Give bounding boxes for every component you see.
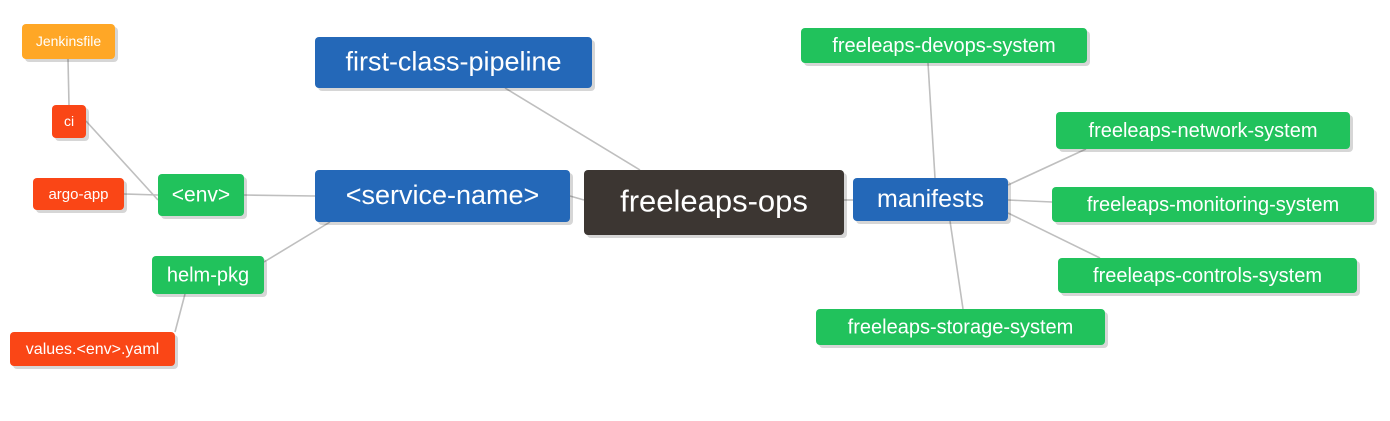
node-label-env: <env> <box>172 184 230 207</box>
node-label-first-class-pipeline: first-class-pipeline <box>345 47 561 77</box>
node-label-argo-app: argo-app <box>48 186 108 203</box>
node-box-ci[interactable] <box>52 105 86 138</box>
node-label-manifests: manifests <box>877 185 984 213</box>
node-label-freeleaps-storage-system: freeleaps-storage-system <box>848 316 1074 338</box>
edge-service-name-to-freeleaps-ops <box>569 195 585 201</box>
node-manifests[interactable]: manifests <box>853 178 1011 224</box>
node-label-freeleaps-monitoring-system: freeleaps-monitoring-system <box>1087 194 1339 216</box>
edge-manifests-to-freeleaps-network-system <box>1007 148 1087 186</box>
node-label-freeleaps-devops-system: freeleaps-devops-system <box>832 35 1055 57</box>
node-freeleaps-monitoring-system[interactable]: freeleaps-monitoring-system <box>1052 187 1377 225</box>
node-service-name[interactable]: <service-name> <box>315 170 573 225</box>
node-label-service-name: <service-name> <box>346 180 540 210</box>
edge-manifests-to-freeleaps-devops-system <box>927 62 936 179</box>
node-label-helm-pkg: helm-pkg <box>167 264 249 286</box>
node-box-env[interactable] <box>158 174 244 216</box>
node-box-argo-app[interactable] <box>33 178 124 210</box>
node-freeleaps-devops-system[interactable]: freeleaps-devops-system <box>801 28 1090 66</box>
node-ci[interactable]: ci <box>52 105 89 141</box>
node-box-values-yaml[interactable] <box>10 332 175 366</box>
node-label-freeleaps-network-system: freeleaps-network-system <box>1089 120 1318 142</box>
node-label-values-yaml: values.<env>.yaml <box>26 341 159 358</box>
node-freeleaps-ops[interactable]: freeleaps-ops <box>584 170 847 238</box>
node-box-freeleaps-ops[interactable] <box>584 170 844 235</box>
edge-env-to-service-name <box>243 194 316 197</box>
edge-helm-pkg-to-values-yaml <box>174 293 186 333</box>
node-box-freeleaps-controls-system[interactable] <box>1058 258 1357 293</box>
node-box-first-class-pipeline[interactable] <box>315 37 592 88</box>
node-freeleaps-storage-system[interactable]: freeleaps-storage-system <box>816 309 1108 348</box>
edge-first-class-pipeline-to-freeleaps-ops <box>504 87 641 171</box>
node-label-freeleaps-ops: freeleaps-ops <box>620 184 808 219</box>
node-freeleaps-network-system[interactable]: freeleaps-network-system <box>1056 112 1353 152</box>
node-box-freeleaps-monitoring-system[interactable] <box>1052 187 1374 222</box>
edge-manifests-to-freeleaps-storage-system <box>949 220 964 310</box>
node-freeleaps-controls-system[interactable]: freeleaps-controls-system <box>1058 258 1360 296</box>
node-label-ci: ci <box>64 113 74 129</box>
node-box-freeleaps-devops-system[interactable] <box>801 28 1087 63</box>
node-label-jenkinsfile: Jenkinsfile <box>36 33 102 49</box>
node-helm-pkg[interactable]: helm-pkg <box>152 256 267 297</box>
node-first-class-pipeline[interactable]: first-class-pipeline <box>315 37 595 91</box>
node-box-helm-pkg[interactable] <box>152 256 264 294</box>
node-values-yaml[interactable]: values.<env>.yaml <box>10 332 178 369</box>
node-env[interactable]: <env> <box>158 174 247 219</box>
node-box-freeleaps-storage-system[interactable] <box>816 309 1105 345</box>
node-label-freeleaps-controls-system: freeleaps-controls-system <box>1093 265 1322 287</box>
edge-jenkinsfile-to-ci <box>67 58 70 106</box>
node-argo-app[interactable]: argo-app <box>33 178 127 213</box>
node-box-jenkinsfile[interactable] <box>22 24 115 59</box>
edge-ci-to-env <box>85 120 159 201</box>
edge-argo-app-to-env <box>123 193 159 196</box>
node-jenkinsfile[interactable]: Jenkinsfile <box>22 24 118 62</box>
edge-service-name-to-helm-pkg <box>263 221 331 263</box>
node-box-manifests[interactable] <box>853 178 1008 221</box>
edge-manifests-to-freeleaps-controls-system <box>1007 212 1101 259</box>
edge-manifests-to-freeleaps-monitoring-system <box>1007 199 1053 203</box>
node-box-service-name[interactable] <box>315 170 570 222</box>
node-box-freeleaps-network-system[interactable] <box>1056 112 1350 149</box>
nodes-layer: Jenkinsfile ci argo-app <env> helm-pkg values… <box>10 24 1377 369</box>
edges-layer <box>67 58 1101 333</box>
